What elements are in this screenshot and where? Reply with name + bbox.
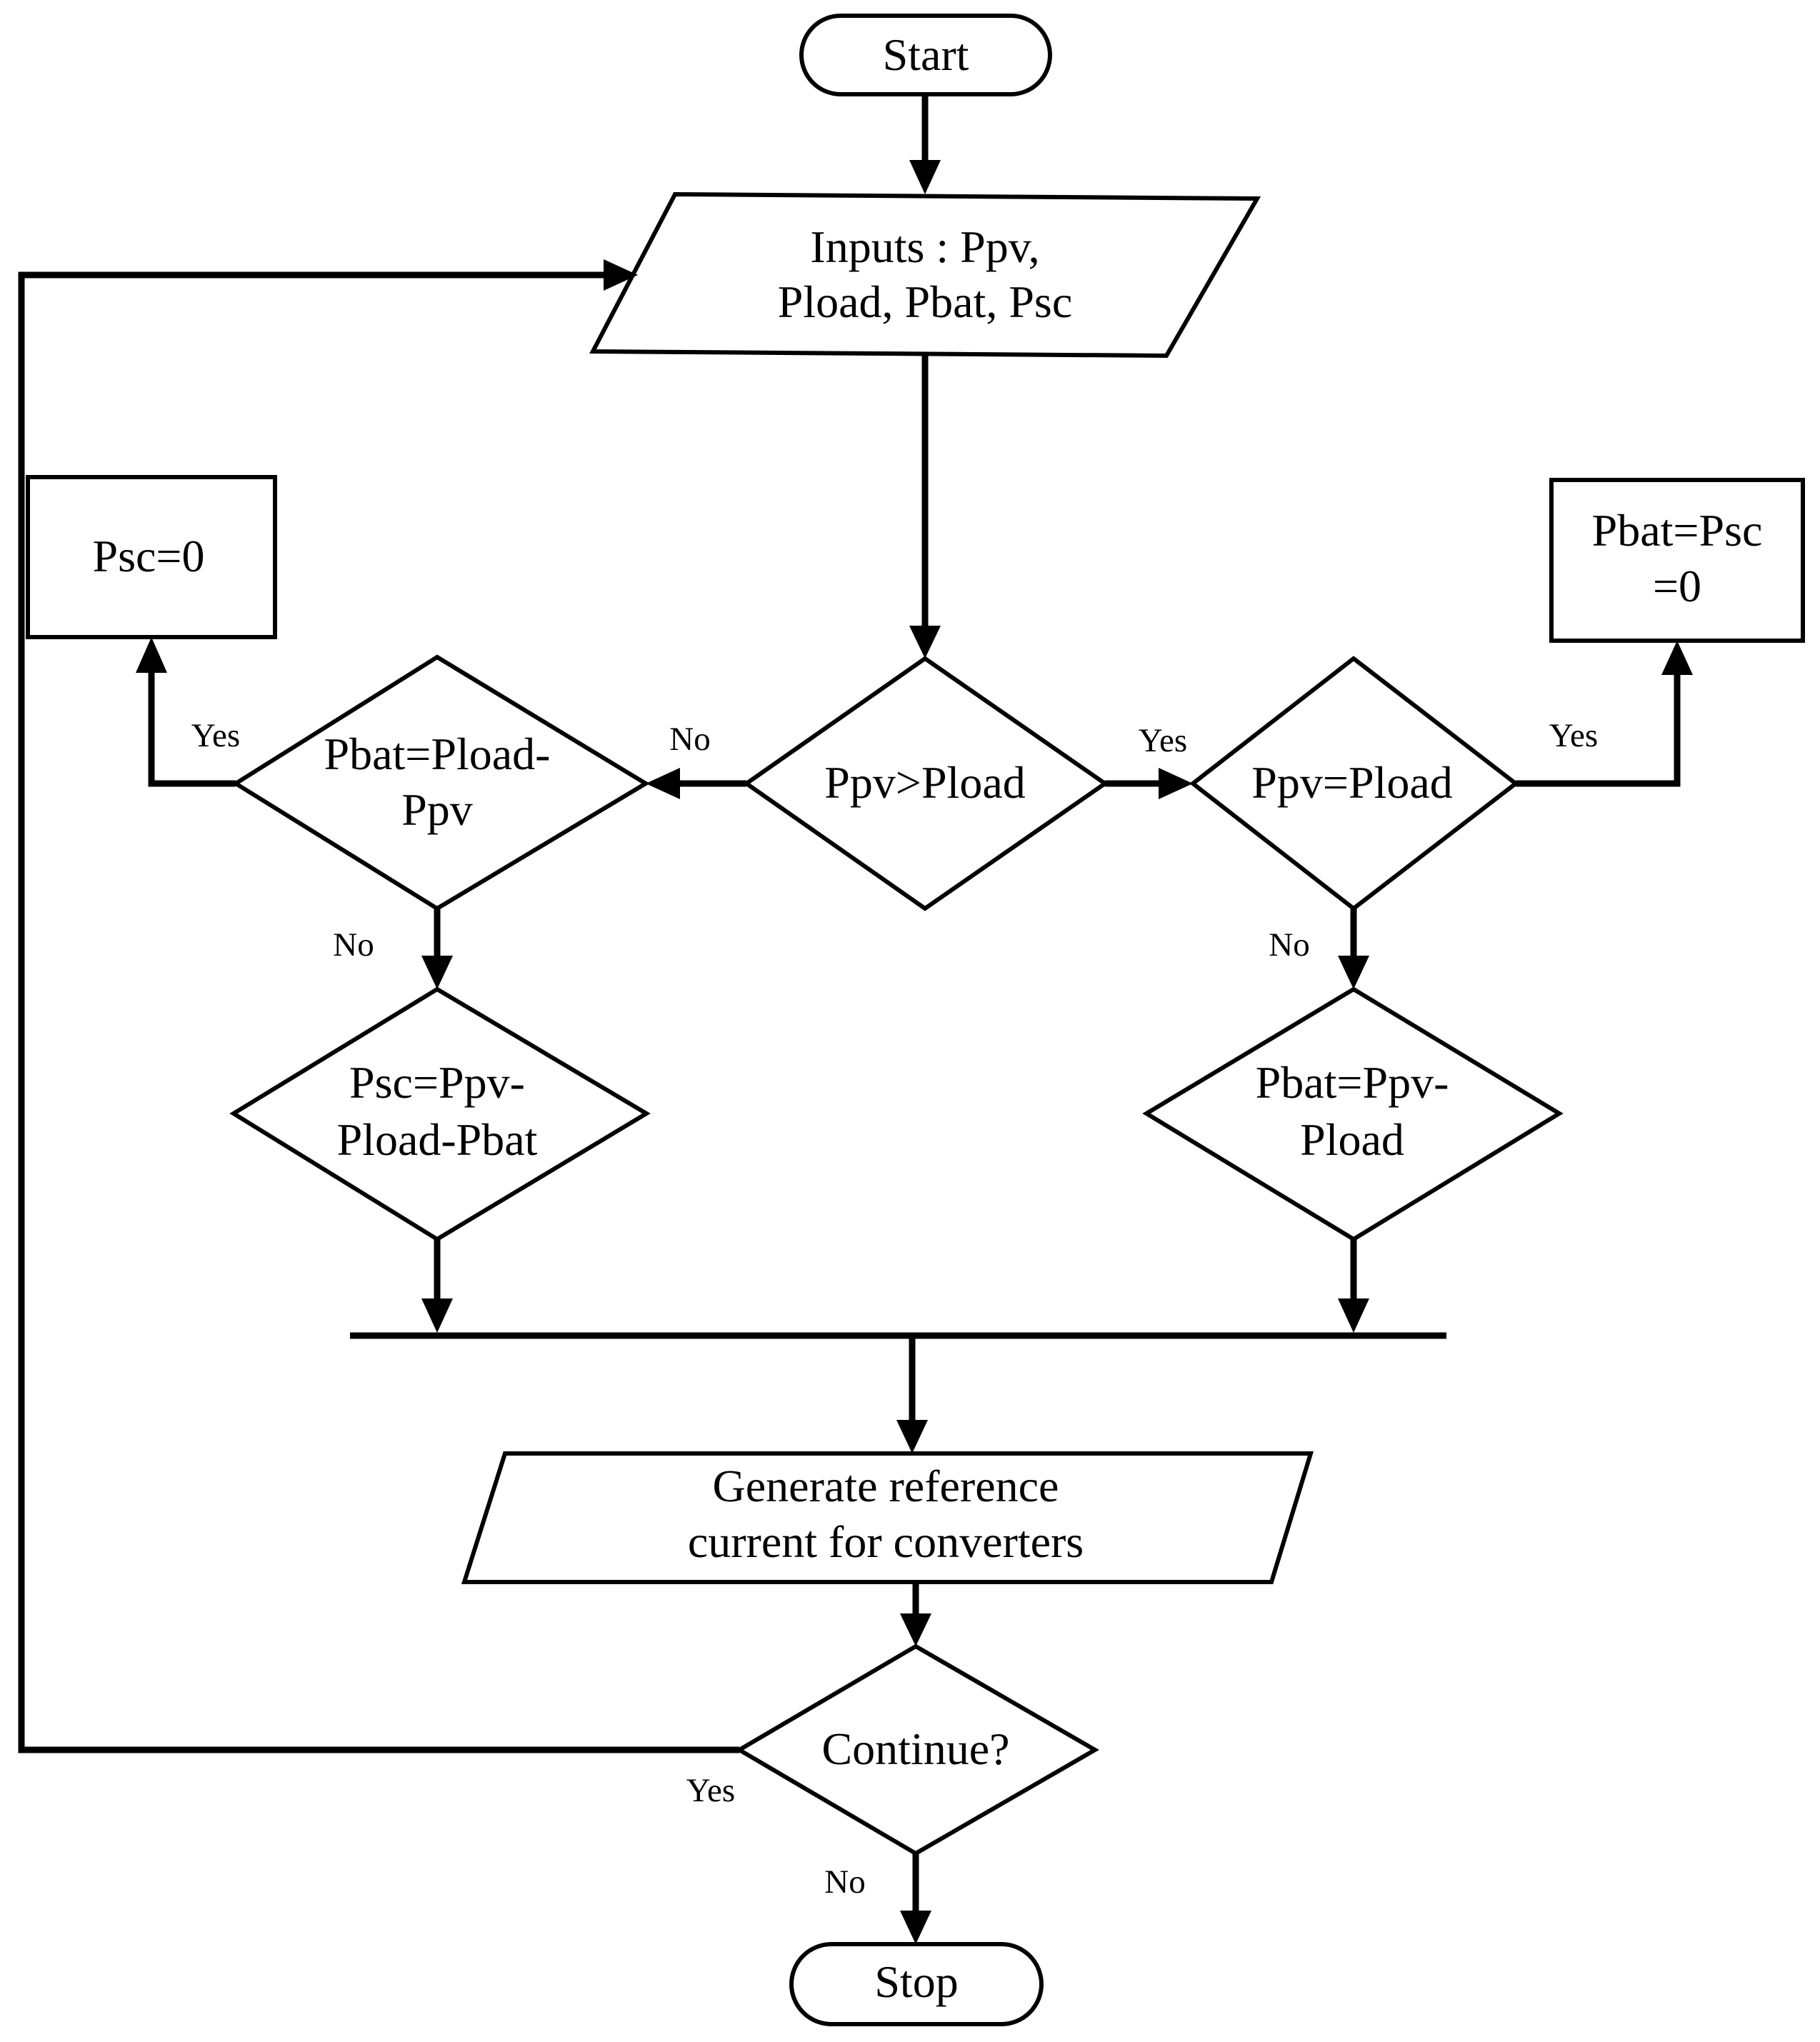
connector-right-yes-to-pbat-psc-zero bbox=[1516, 673, 1681, 787]
psc-eq-label-line-2: Pload-Pbat bbox=[337, 1114, 538, 1165]
pbat-eq-ppv-minus-pload-label-line-2: Pload bbox=[1300, 1114, 1404, 1165]
edge-label-yes-left-decision: Yes bbox=[191, 717, 240, 754]
arrowhead-no-to-pbat-decision bbox=[646, 768, 680, 799]
loop-back-line bbox=[18, 271, 739, 1753]
arrowhead-to-continue bbox=[900, 1613, 931, 1646]
arrowhead-start-to-inputs bbox=[909, 160, 941, 194]
stop-label: Stop bbox=[874, 1956, 958, 2007]
arrowhead-to-generate bbox=[896, 1420, 928, 1453]
ppv-eq-pload-label: Ppv=Pload bbox=[1251, 757, 1452, 808]
pbat-psc-zero-label-line-1: Pbat=Psc bbox=[1592, 505, 1763, 556]
psc-eq-label-line-1: Psc=Ppv- bbox=[349, 1057, 525, 1108]
inputs-label-line-2: Pload, Pbat, Psc bbox=[778, 276, 1072, 327]
arrowhead-right-to-bus bbox=[1338, 1298, 1369, 1333]
edge-label-no-right-decision: No bbox=[1269, 926, 1309, 964]
decision-ppv-gt-pload bbox=[742, 656, 1109, 911]
edge-label-yes-ppv-gt-pload: Yes bbox=[1139, 722, 1187, 759]
pbat-eq-pload-minus-ppv-label-line-2: Ppv bbox=[401, 784, 473, 835]
arrowhead-to-pbat-eq bbox=[1338, 956, 1369, 989]
stop-terminal bbox=[789, 1942, 1044, 2026]
arrowhead-to-psc-eq bbox=[421, 956, 453, 989]
connector-left-yes-to-psc-zero bbox=[148, 670, 236, 787]
inputs-label-line-1: Inputs : Ppv, bbox=[810, 221, 1039, 272]
arrowhead-yes-to-ppv-eq-decision bbox=[1159, 768, 1193, 799]
arrowhead-loop-to-inputs bbox=[604, 259, 638, 291]
ppv-gt-pload-label: Ppv>Pload bbox=[824, 757, 1025, 808]
pbat-eq-pload-minus-ppv-label-line-1: Pbat=Pload- bbox=[324, 729, 551, 779]
generate-label-line-2: current for converters bbox=[688, 1516, 1084, 1567]
arrowhead-left-to-bus bbox=[421, 1298, 453, 1333]
pbat-eq-ppv-minus-pload-label-line-1: Pbat=Ppv- bbox=[1256, 1057, 1449, 1108]
edge-label-yes-continue: Yes bbox=[686, 1772, 735, 1809]
arrowhead-to-ppv-gt-pload bbox=[909, 626, 941, 659]
arrowhead-to-stop bbox=[900, 1911, 931, 1944]
edge-label-no-left-decision: No bbox=[333, 926, 374, 964]
start-label: Start bbox=[883, 29, 969, 80]
generate-label-line-1: Generate reference bbox=[713, 1461, 1059, 1511]
edge-label-no-ppv-gt-pload: No bbox=[669, 721, 710, 758]
pbat-psc-zero-label-line-2: =0 bbox=[1653, 561, 1701, 611]
psc-zero-label: Psc=0 bbox=[93, 531, 205, 581]
generate-parallelogram bbox=[461, 1451, 1314, 1584]
process-pbat-psc-zero bbox=[1549, 478, 1805, 643]
edge-label-no-continue: No bbox=[824, 1863, 865, 1901]
decision-pbat-eq-pload-minus-ppv bbox=[231, 654, 650, 911]
continue-label: Continue? bbox=[821, 1723, 1009, 1774]
edge-label-yes-right-decision: Yes bbox=[1549, 717, 1598, 754]
arrowhead-to-psc-zero bbox=[136, 637, 167, 673]
inputs-parallelogram bbox=[589, 191, 1261, 359]
arrowhead-to-pbat-psc-zero bbox=[1661, 641, 1693, 675]
